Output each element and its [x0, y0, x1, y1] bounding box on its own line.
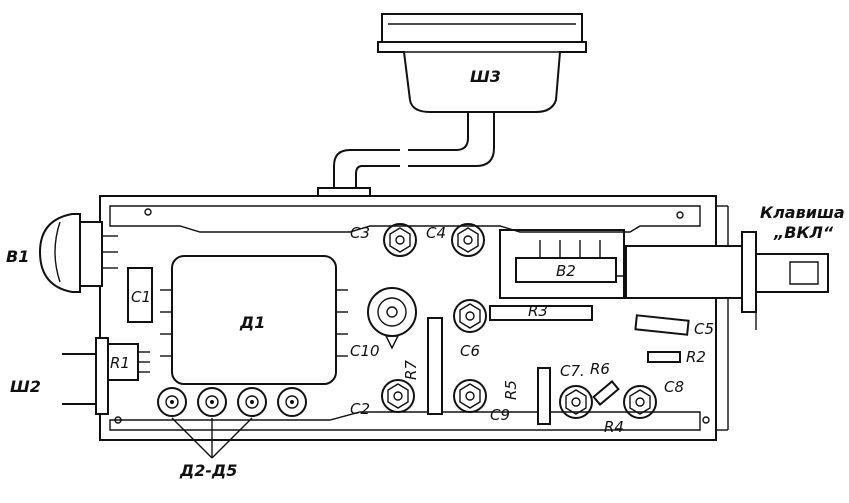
label-r7: R7 [402, 360, 420, 380]
label-b2: В2 [556, 262, 576, 280]
switch-b2 [499, 229, 650, 299]
resistor-r6 [592, 380, 620, 406]
label-c6: С6 [460, 342, 480, 360]
label-r1: R1 [110, 354, 130, 372]
label-c4: С4 [426, 224, 446, 242]
label-r5: R5 [502, 380, 520, 400]
switch-b1 [38, 213, 118, 293]
capacitor-c7 [559, 385, 593, 419]
capacitor-c10 [367, 287, 417, 350]
capacitor-c5 [634, 314, 690, 336]
capacitor-c1 [127, 267, 153, 323]
capacitor-c8 [623, 385, 657, 419]
capacitor-c4 [451, 223, 485, 257]
label-sh3: Ш3 [470, 67, 501, 86]
connector-sh3 [377, 13, 587, 113]
capacitor-c6 [453, 299, 487, 333]
label-c8: С8 [664, 378, 684, 396]
capacitor-c9 [453, 379, 487, 413]
label-r6: R6 [590, 360, 610, 378]
label-r4: R4 [604, 418, 624, 436]
resistor-r5 [537, 367, 551, 425]
label-c3: С3 [350, 224, 370, 242]
resistor-r7 [427, 317, 443, 415]
capacitor-c3 [383, 223, 417, 257]
component-d1 [160, 255, 348, 385]
resistor-r2 [647, 351, 681, 363]
capacitor-c2 [381, 379, 415, 413]
resistor-r3 [489, 305, 593, 321]
cable [317, 112, 495, 197]
label-c9: С9 [490, 406, 510, 424]
label-key-line1: Клавиша [760, 203, 845, 222]
label-r2: R2 [686, 348, 706, 366]
label-d2-d5: Д2-Д5 [179, 461, 237, 480]
label-c5: С5 [694, 320, 714, 338]
label-r3: R3 [528, 302, 548, 320]
label-sh2: Ш2 [10, 377, 41, 396]
key-on [625, 231, 829, 330]
label-d1: Д1 [239, 313, 265, 332]
diodes-d2-d5 [157, 387, 307, 459]
label-b1: В1 [6, 247, 29, 266]
label-c10: С10 [350, 342, 380, 360]
chassis [99, 195, 729, 441]
label-c2: С2 [350, 400, 370, 418]
label-c7: С7. [560, 362, 585, 380]
connector-sh2 [62, 337, 150, 415]
label-c1: С1 [131, 288, 151, 306]
label-key-line2: „ВКЛ“ [773, 223, 834, 242]
